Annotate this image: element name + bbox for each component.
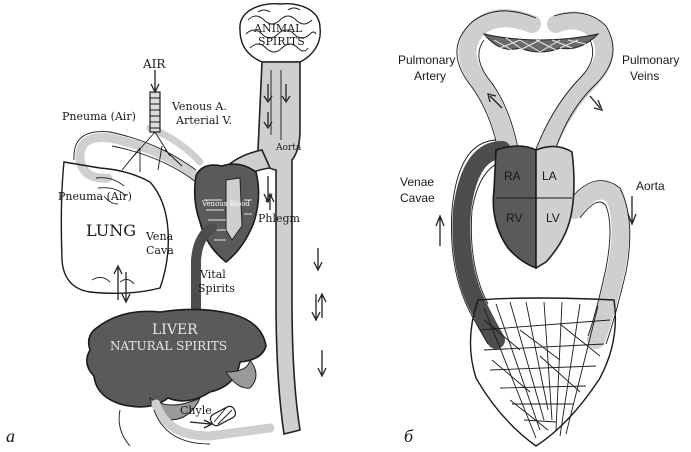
panel-b-letter: б xyxy=(404,426,414,446)
la-label: LA xyxy=(542,169,557,183)
panel-a-galen-diagram: ANIMAL SPIRITS AIR Pneuma (Air) Venous A… xyxy=(6,4,326,446)
rv-label: RV xyxy=(506,211,522,225)
animal-spirits-label-2: SPIRITS xyxy=(258,35,305,48)
cerebral-artery-vessel xyxy=(258,62,300,434)
phlegm-label: Phlegm xyxy=(258,212,301,225)
venous-a-label: Venous A. xyxy=(171,100,227,113)
arterial-v-label: Arterial V. xyxy=(175,114,232,127)
heart-right-side xyxy=(493,146,536,268)
ra-label: RA xyxy=(504,169,521,183)
pulmonary-capillary-net xyxy=(484,34,598,52)
lung-label: LUNG xyxy=(86,221,136,240)
venae-cavae-label-2: Cavae xyxy=(400,191,435,205)
liver-label: LIVER xyxy=(152,322,198,338)
pneuma-bottom-label: Pneuma (Air) xyxy=(58,190,132,203)
venae-cavae-label-1: Venae xyxy=(400,175,434,189)
vital-spirits-label-1: Vital xyxy=(199,268,226,281)
harvey-heart xyxy=(493,146,574,268)
galen-heart xyxy=(195,164,259,262)
vena-cava-label-1: Vena xyxy=(145,230,174,243)
lv-label: LV xyxy=(546,211,560,225)
pulmonary-artery-label-2: Artery xyxy=(414,69,446,83)
panel-b-harvey-diagram: RA LA RV LV Pulmonary Artery Pulmonary V… xyxy=(398,11,679,446)
natural-spirits-label: NATURAL SPIRITS xyxy=(110,339,227,353)
venous-blood-label: Venous Blood xyxy=(201,200,250,208)
panel-a-letter: a xyxy=(6,426,15,446)
pulmonary-veins-label-2: Veins xyxy=(630,69,659,83)
vital-spirits-label-2: Spirits xyxy=(198,282,235,295)
aorta-vessel-b xyxy=(574,190,621,340)
aorta-label-a: Aorta xyxy=(275,143,302,153)
heart-left-side xyxy=(536,146,574,268)
pulmonary-veins-label-1: Pulmonary xyxy=(622,53,679,67)
pulmonary-artery-label-1: Pulmonary xyxy=(398,53,455,67)
vena-cava-label-2: Cava xyxy=(146,244,174,257)
air-label: AIR xyxy=(142,57,166,71)
aorta-label-b: Aorta xyxy=(636,179,665,193)
chyle-label: Chyle xyxy=(180,404,212,417)
animal-spirits-label-1: ANIMAL xyxy=(253,22,303,35)
pneuma-top-label: Pneuma (Air) xyxy=(62,110,136,123)
